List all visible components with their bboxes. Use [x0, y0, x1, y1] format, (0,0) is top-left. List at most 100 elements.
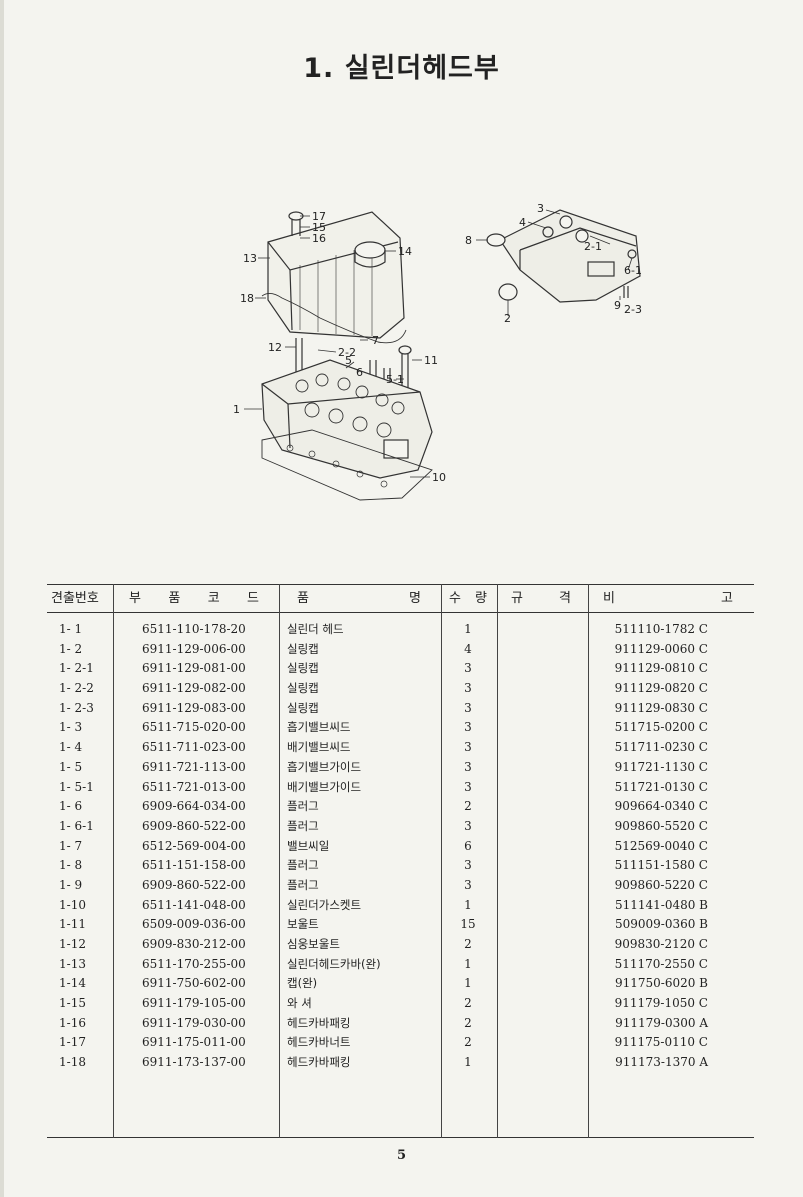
part-code-cell: 6911-129-006-00 [142, 641, 246, 656]
header-remark-char: 비 [603, 591, 615, 606]
remark-cell: 512569-0040 C [614, 838, 708, 853]
header-qty: 수 량 [449, 589, 487, 609]
part-name-cell: 실린더가스켓트 [287, 897, 362, 912]
callout-label: 6-1 [624, 264, 642, 277]
remark-cell: 509009-0360 B [614, 917, 708, 932]
callout-label: 3 [537, 202, 544, 215]
page-edge [0, 0, 4, 1197]
part-number-cell: 1-12 [59, 937, 86, 951]
quantity-cell: 6 [464, 838, 472, 853]
part-name-cell: 플러그 [287, 818, 319, 833]
callout-label: 6 [356, 366, 363, 379]
page-title: 1. 실린더헤드부 [303, 53, 500, 84]
callout-label: 2-3 [624, 303, 642, 316]
part-name-cell: 실린더헤드카바(완) [287, 956, 381, 971]
part-code-cell: 6511-721-013-00 [142, 779, 246, 794]
part-number-cell: 1- 3 [59, 720, 83, 735]
header-name-char: 명 [409, 591, 421, 606]
header-remark: 비 고 [603, 589, 733, 609]
part-name-cell: 배기밸브가이드 [287, 779, 362, 794]
part-name-cell: 보울트 [287, 917, 319, 932]
quantity-cell: 3 [464, 681, 472, 696]
remark-cell: 911129-0060 C [614, 641, 708, 656]
remark-cell: 511110-1782 C [614, 622, 708, 636]
part-code-cell: 6911-129-082-00 [142, 681, 246, 696]
header-spec-char: 규 [511, 591, 523, 606]
part-number-cell: 1- 1 [59, 622, 83, 636]
part-number-cell: 1- 2-2 [59, 681, 94, 696]
remark-cell: 511721-0130 C [614, 779, 708, 794]
part-code-cell: 6511-110-178-20 [142, 622, 246, 636]
part-name-cell: 실링캡 [287, 661, 319, 676]
callout-label: 12 [268, 341, 282, 354]
remark-cell: 911173-1370 A [615, 1055, 708, 1070]
callout-label: 7 [372, 334, 379, 347]
part-code-cell: 6909-860-522-00 [142, 877, 246, 892]
callout-label: 1 [233, 403, 240, 416]
part-number-cell: 1-15 [59, 996, 86, 1011]
quantity-cell: 3 [464, 779, 472, 794]
column-divider [497, 584, 498, 1138]
header-remark-char: 고 [721, 591, 733, 606]
part-code-cell: 6911-129-083-00 [142, 700, 246, 715]
part-name-cell: 헤드카바패킹 [287, 1015, 351, 1030]
part-number-cell: 1- 2-3 [59, 700, 94, 715]
remark-cell: 911179-0300 A [615, 1015, 708, 1030]
table-bottom-rule [47, 1137, 754, 1138]
part-number-cell: 1- 5 [59, 759, 83, 774]
remark-cell: 911175-0110 C [614, 1035, 708, 1050]
parts-diagram: 17 15 16 14 13 18 7 2-2 12 5 6 5-1 11 1 … [233, 202, 642, 501]
header-no: 견출번호 [51, 591, 99, 606]
remark-cell: 909860-5520 C [614, 818, 708, 833]
part-name-cell: 심웅보울트 [287, 937, 340, 951]
remark-cell: 911750-6020 B [614, 976, 708, 991]
part-number-cell: 1-13 [59, 956, 86, 971]
remark-cell: 511141-0480 B [614, 897, 708, 912]
remark-cell: 511715-0200 C [614, 720, 708, 735]
quantity-cell: 2 [464, 799, 472, 814]
callout-label: 10 [432, 471, 446, 484]
quantity-cell: 3 [464, 740, 472, 755]
quantity-cell: 2 [464, 1015, 472, 1030]
part-code-cell: 6911-173-137-00 [142, 1055, 246, 1070]
quantity-cell: 1 [464, 897, 472, 912]
part-name-cell: 플러그 [287, 858, 319, 873]
part-number-cell: 1-10 [59, 897, 86, 912]
remark-cell: 909830-2120 C [614, 937, 708, 951]
quantity-cell: 3 [464, 661, 472, 676]
page-number: 5 [396, 1148, 407, 1163]
remark-cell: 911721-1130 C [614, 759, 708, 774]
quantity-cell: 1 [464, 976, 472, 991]
part-code-cell: 6909-664-034-00 [142, 799, 246, 814]
quantity-cell: 2 [464, 937, 472, 951]
header-code-char: 드 [247, 591, 259, 606]
callout-label: 2-2 [338, 346, 356, 359]
quantity-cell: 3 [464, 700, 472, 715]
part-number-cell: 1-16 [59, 1015, 86, 1030]
remark-cell: 911179-1050 C [614, 996, 708, 1011]
header-name: 품 명 [297, 589, 421, 609]
header-qty-char: 량 [475, 591, 487, 606]
part-number-cell: 1- 2 [59, 641, 83, 656]
callout-label: 11 [424, 354, 438, 367]
part-name-cell: 캡(완) [287, 976, 318, 991]
part-number-cell: 1- 7 [59, 838, 83, 853]
remark-cell: 909664-0340 C [614, 799, 708, 814]
callout-label: 18 [240, 292, 254, 305]
remark-cell: 911129-0810 C [614, 661, 708, 676]
part-code-cell: 6512-569-004-00 [142, 838, 246, 853]
part-number-cell: 1-17 [59, 1035, 86, 1050]
part-number-cell: 1- 8 [59, 858, 83, 873]
